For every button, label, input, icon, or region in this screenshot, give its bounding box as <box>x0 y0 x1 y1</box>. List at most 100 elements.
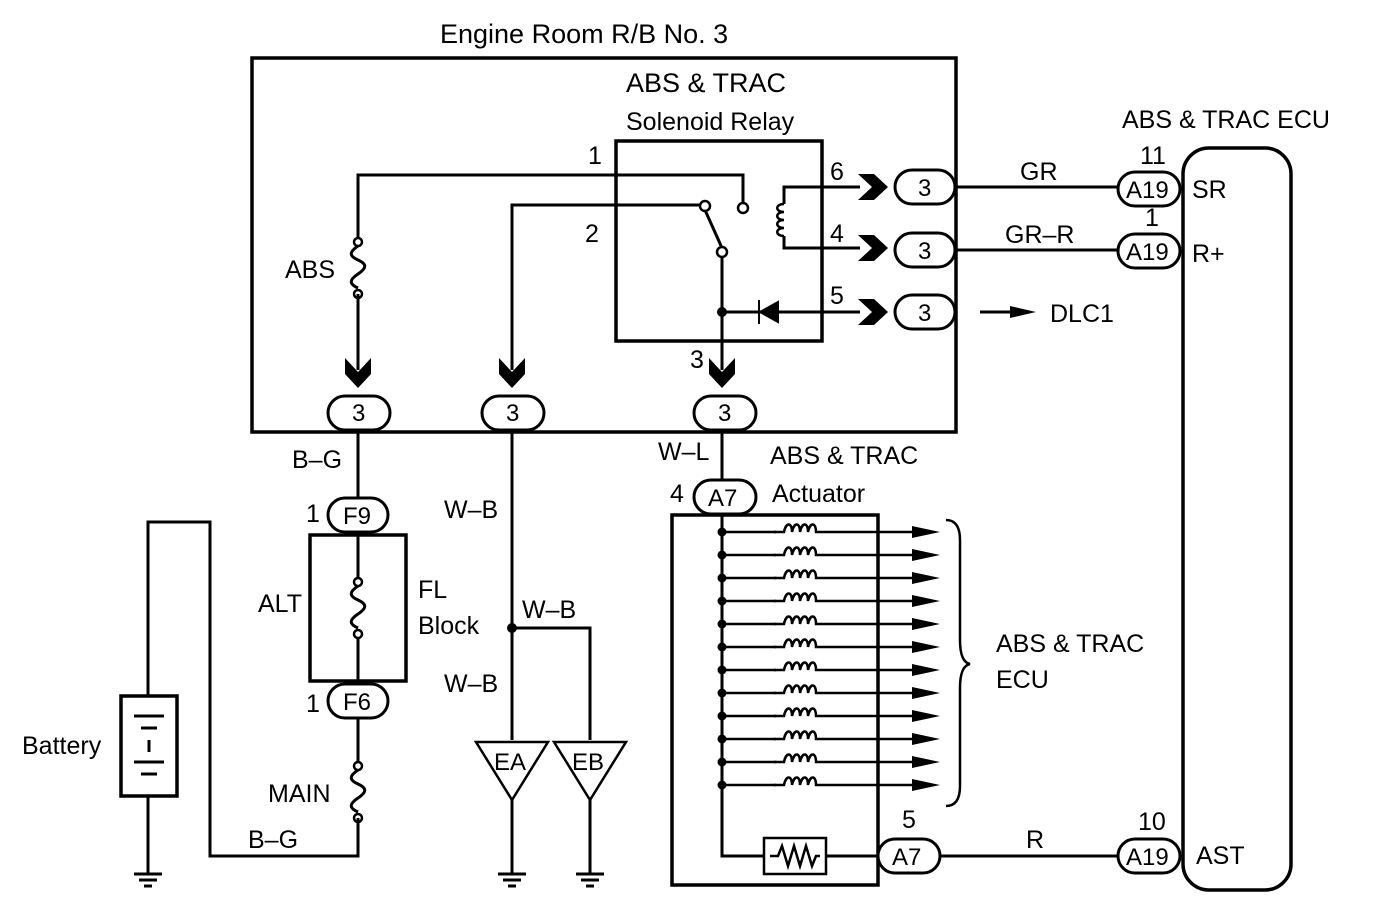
fuse-abs-label: ABS <box>285 256 335 284</box>
pin-a19-ast: 10 <box>1138 808 1166 836</box>
relay-pin4: 4 <box>830 220 844 248</box>
solenoid-coil-icon <box>772 730 828 741</box>
relay-title-line2: Solenoid Relay <box>626 108 795 136</box>
solenoid-coil-icon <box>772 569 828 580</box>
svg-text:A7: A7 <box>708 485 737 512</box>
connector-rb3-sr: 3 <box>893 168 957 206</box>
solenoid-row <box>717 523 940 538</box>
ecu-bracket <box>945 518 971 808</box>
actuator-bus <box>720 514 764 858</box>
actuator-label-line2: Actuator <box>772 480 865 508</box>
svg-text:F9: F9 <box>343 503 371 530</box>
arrow-right-icon <box>912 779 940 791</box>
connector-f9: F9 <box>326 496 390 534</box>
arrow-right-icon <box>912 526 940 538</box>
solenoid-row <box>717 569 940 584</box>
svg-text:3: 3 <box>506 400 519 427</box>
wire-label-w-b-3: W–B <box>444 670 498 698</box>
ecu-bracket-line2: ECU <box>996 666 1049 694</box>
relay-title-line1: ABS & TRAC <box>626 68 786 98</box>
svg-text:EB: EB <box>572 749 604 776</box>
ecu-title: ABS & TRAC ECU <box>1122 106 1330 134</box>
wire-abs-relay-pin1 <box>356 173 745 240</box>
arrow-right-icon <box>912 710 940 722</box>
diode-symbol <box>757 300 779 324</box>
solenoid-row <box>717 546 940 561</box>
ground-ea: EA <box>473 740 551 888</box>
wire-label-b-g-top: B–G <box>292 446 342 474</box>
battery-icon <box>134 714 164 776</box>
relay-pin2: 2 <box>585 220 599 248</box>
pin-a7-bottom: 5 <box>902 806 916 834</box>
solenoid-coil-icon <box>772 684 828 695</box>
connector-rb3-wl: 3 <box>692 394 758 432</box>
relay-block-frame <box>250 56 958 434</box>
ground-eb: EB <box>551 740 629 888</box>
dlc-label: DLC1 <box>1050 300 1114 328</box>
solenoid-row <box>717 661 940 676</box>
pin-a7-top: 4 <box>670 480 684 508</box>
wire-label-b-g-bottom: B–G <box>248 826 298 854</box>
pin-f9: 1 <box>306 500 320 528</box>
actuator-frame <box>670 513 880 887</box>
svg-text:A19: A19 <box>1126 239 1169 266</box>
ecu-pin-sr: SR <box>1192 176 1227 204</box>
fuse-alt-label: ALT <box>258 590 302 618</box>
relay-pin3: 3 <box>690 346 704 374</box>
solenoid-row <box>717 638 940 653</box>
fuse-abs-icon <box>349 236 367 300</box>
wire-label-w-b-2: W–B <box>522 596 576 624</box>
solenoid-coil-icon <box>772 661 828 672</box>
svg-text:A19: A19 <box>1126 177 1169 204</box>
svg-text:3: 3 <box>918 238 931 265</box>
arrow-right-icon <box>912 595 940 607</box>
connector-rb3-wb: 3 <box>480 394 546 432</box>
svg-text:3: 3 <box>718 400 731 427</box>
solenoid-row <box>717 684 940 699</box>
wire-label-gr: GR <box>1020 158 1058 186</box>
solenoid-row <box>717 753 940 768</box>
svg-text:A7: A7 <box>892 844 921 871</box>
connector-rb3-dlc: 3 <box>893 293 957 331</box>
solenoid-row <box>717 592 940 607</box>
fl-block-label-line2: Block <box>418 612 480 640</box>
solenoid-coil-icon <box>772 638 828 649</box>
arrow-right-icon <box>912 664 940 676</box>
fuse-alt-icon <box>349 576 367 640</box>
wire-label-r: R <box>1026 826 1044 854</box>
connector-a7-top: A7 <box>692 478 758 516</box>
connector-a19-rplus: A19 <box>1116 232 1182 270</box>
connector-rb3-bg: 3 <box>326 394 392 432</box>
fuse-main-label: MAIN <box>268 780 331 808</box>
svg-text:3: 3 <box>352 400 365 427</box>
relay-block-title: Engine Room R/B No. 3 <box>440 19 728 49</box>
solenoid-relay-box <box>614 139 824 343</box>
connector-a7-bottom: A7 <box>876 837 942 875</box>
connector-a19-sr: A19 <box>1116 170 1182 208</box>
solenoid-row <box>717 776 940 791</box>
relay-pin5: 5 <box>830 282 844 310</box>
solenoid-coil-icon <box>772 707 828 718</box>
pin-f6: 1 <box>306 690 320 718</box>
resistor-icon <box>770 841 820 871</box>
arrow-right-icon <box>912 756 940 768</box>
ecu-bracket-line1: ABS & TRAC <box>996 630 1144 658</box>
connector-rb3-rplus: 3 <box>893 231 957 269</box>
fl-block-label-line1: FL <box>418 576 447 604</box>
fuse-main-icon <box>349 760 367 824</box>
solenoid-group <box>717 523 940 791</box>
solenoid-coil-icon <box>772 592 828 603</box>
arrow-right-icon <box>912 641 940 653</box>
chevron-right-icon <box>858 235 888 261</box>
solenoid-coil-icon <box>772 776 828 787</box>
dlc-arrow-icon <box>978 304 1038 320</box>
arrow-right-icon <box>912 549 940 561</box>
relay-switch-arm <box>703 209 724 249</box>
solenoid-coil-icon <box>772 523 828 534</box>
solenoid-row <box>717 730 940 745</box>
solenoid-row <box>717 707 940 722</box>
wire-b-g-bottom <box>146 520 360 858</box>
svg-text:3: 3 <box>918 300 931 327</box>
pin-a19-sr: 11 <box>1140 142 1166 170</box>
